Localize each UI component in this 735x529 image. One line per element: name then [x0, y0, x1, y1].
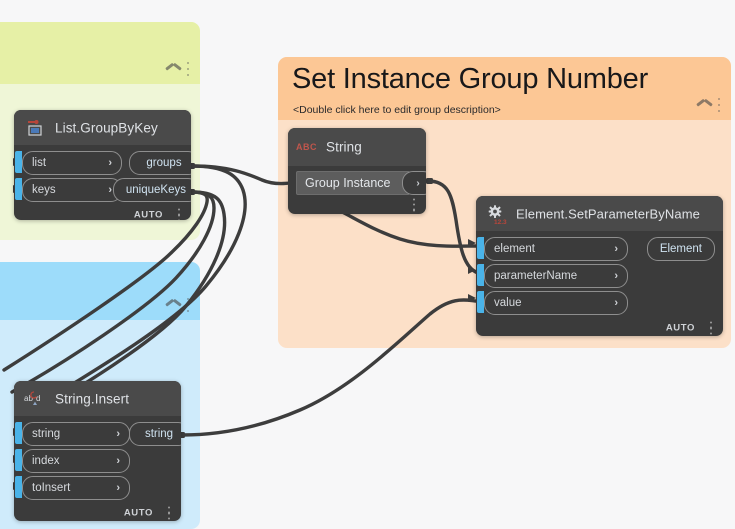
- port-row: toInsert ›: [14, 474, 181, 501]
- node-title: Element.SetParameterByName: [516, 206, 700, 221]
- input-port-label: index: [32, 455, 60, 467]
- port-row: list › groups: [14, 149, 191, 176]
- input-port-label: parameterName: [494, 270, 578, 282]
- node-title: String.Insert: [55, 391, 130, 406]
- svg-text:d: d: [36, 394, 40, 403]
- input-port-element[interactable]: element ›: [477, 236, 628, 261]
- execution-mode-label: AUTO: [665, 322, 695, 334]
- port-row: Group Instance ›: [288, 169, 426, 196]
- port-connector-bar: [15, 177, 22, 200]
- node-header[interactable]: ab d String.Insert: [14, 381, 181, 416]
- vertical-dots-icon[interactable]: [186, 298, 190, 312]
- string-insert-icon: ab d: [24, 389, 44, 409]
- port-row: index ›: [14, 447, 181, 474]
- chevron-right-icon: ›: [614, 243, 618, 255]
- port-connector-bar: [15, 150, 22, 173]
- input-port-label: list: [32, 157, 47, 169]
- output-port-label: Element: [659, 243, 702, 255]
- port-connector-bar: [15, 421, 22, 444]
- vertical-dots-icon[interactable]: [186, 62, 190, 76]
- chevron-right-icon: ›: [116, 482, 120, 494]
- port-row: element › Element: [476, 235, 723, 262]
- node-footer: AUTO: [14, 203, 191, 220]
- port-row: value ›: [476, 289, 723, 316]
- string-value-input[interactable]: Group Instance: [296, 171, 410, 195]
- execution-mode-label: AUTO: [123, 507, 153, 519]
- output-port-label: string: [144, 428, 174, 440]
- svg-text:ab: ab: [24, 394, 33, 403]
- chevron-right-icon: ›: [116, 455, 120, 467]
- node-header[interactable]: List.GroupByKey: [14, 110, 191, 145]
- input-port-index[interactable]: index ›: [15, 448, 130, 473]
- node-footer: [288, 196, 426, 213]
- output-port-string[interactable]: ›: [402, 171, 426, 195]
- input-port-toinsert[interactable]: toInsert ›: [15, 475, 130, 500]
- input-port-label: keys: [32, 184, 56, 196]
- node-body: Group Instance ›: [288, 166, 426, 196]
- group-orange-header: [278, 57, 731, 120]
- port-connector-bar: [477, 263, 484, 286]
- input-port-value[interactable]: value ›: [477, 290, 628, 315]
- input-port-label: toInsert: [32, 482, 71, 494]
- node-string[interactable]: ABC String Group Instance ›: [288, 128, 426, 214]
- chevron-up-icon[interactable]: [697, 100, 712, 110]
- chevron-up-icon[interactable]: [166, 64, 181, 74]
- node-footer: AUTO: [14, 501, 181, 521]
- execution-mode-label: AUTO: [133, 209, 163, 221]
- port-connector-bar: [15, 448, 22, 471]
- input-port-parametername[interactable]: parameterName ›: [477, 263, 628, 288]
- input-port-list[interactable]: list ›: [15, 150, 122, 175]
- gear-123-icon: 12.3: [486, 204, 507, 226]
- input-port-string[interactable]: string ›: [15, 421, 130, 446]
- port-connector-bar: [477, 236, 484, 259]
- group-title: Set Instance Group Number: [292, 63, 649, 95]
- output-port-string[interactable]: string: [129, 422, 181, 446]
- vertical-dots-icon[interactable]: [167, 506, 171, 520]
- port-row: string › string: [14, 420, 181, 447]
- abc-icon-text: ABC: [296, 142, 317, 152]
- output-port-groups[interactable]: groups: [129, 151, 191, 175]
- port-connector-bar: [477, 290, 484, 313]
- chevron-right-icon: ›: [416, 177, 420, 189]
- string-value-text: Group Instance: [305, 176, 391, 190]
- vertical-dots-icon[interactable]: [412, 198, 416, 211]
- node-header[interactable]: ABC String: [288, 128, 426, 166]
- vertical-dots-icon[interactable]: [717, 98, 721, 112]
- vertical-dots-icon[interactable]: [177, 208, 181, 220]
- node-body: element › Element parameterName › value: [476, 231, 723, 316]
- output-port-label: uniqueKeys: [125, 184, 186, 196]
- output-port-element[interactable]: Element: [646, 237, 715, 261]
- abc-icon: ABC: [296, 137, 317, 157]
- vertical-dots-icon[interactable]: [709, 321, 713, 335]
- input-port-label: string: [32, 428, 61, 440]
- node-body: string › string index › toInsert ›: [14, 416, 181, 501]
- port-row: parameterName ›: [476, 262, 723, 289]
- chevron-right-icon: ›: [108, 157, 112, 169]
- port-row: keys › uniqueKeys: [14, 176, 191, 203]
- svg-text:12.3: 12.3: [494, 219, 507, 226]
- node-list-groupbykey[interactable]: List.GroupByKey list › groups keys ›: [14, 110, 191, 220]
- input-port-label: value: [494, 297, 522, 309]
- node-header[interactable]: 12.3 Element.SetParameterByName: [476, 196, 723, 231]
- input-port-keys[interactable]: keys ›: [15, 177, 122, 202]
- chevron-right-icon: ›: [614, 297, 618, 309]
- node-body: list › groups keys › uniqueKeys: [14, 145, 191, 203]
- node-element-setparameterbyname[interactable]: 12.3 Element.SetParameterByName element …: [476, 196, 723, 336]
- chevron-right-icon: ›: [116, 428, 120, 440]
- chevron-up-icon[interactable]: [166, 300, 181, 310]
- node-title: String: [326, 139, 362, 155]
- node-title: List.GroupByKey: [55, 120, 158, 135]
- port-connector-bar: [15, 475, 22, 498]
- node-footer: AUTO: [476, 316, 723, 336]
- chevron-right-icon: ›: [614, 270, 618, 282]
- output-port-label: groups: [146, 157, 182, 169]
- output-port-uniquekeys[interactable]: uniqueKeys: [112, 178, 191, 202]
- input-port-label: element: [494, 243, 535, 255]
- node-string-insert[interactable]: ab d String.Insert string › string: [14, 381, 181, 521]
- list-node-icon: [26, 118, 46, 138]
- chevron-right-icon: ›: [108, 184, 112, 196]
- group-description[interactable]: <Double click here to edit group descrip…: [293, 104, 501, 116]
